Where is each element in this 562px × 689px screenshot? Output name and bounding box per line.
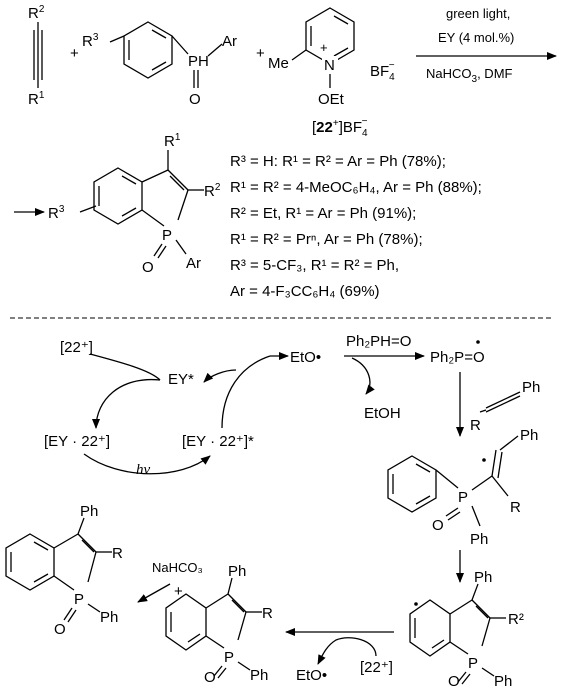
yield-line-6: Ar = 4-F₃CC₆H₄ (69%) [230, 283, 380, 300]
cation-o-label: O [204, 669, 216, 686]
cation-intermediate: + Ph R P O Ph [165, 563, 273, 686]
svg-text:R3: R3 [82, 32, 99, 50]
svg-text:R1: R1 [164, 132, 181, 150]
alkyne-r2-label: R [28, 5, 39, 22]
reaction-arrow: green light, EY (4 mol.%) NaHCO3, DMF [416, 6, 557, 85]
final-p-label: P [74, 591, 84, 608]
svg-text:Ph₂P=O: Ph₂P=O [430, 349, 485, 366]
svg-text:R2: R2 [204, 182, 221, 200]
vinyl-ph-label: Ph [520, 427, 538, 444]
vinyl-p-label: P [458, 489, 468, 506]
ph2p-radical-label: Ph₂P [430, 349, 464, 366]
final-o-label: O [54, 621, 66, 638]
product-r2-label: R [204, 183, 215, 200]
cation-r-label: R [262, 605, 273, 622]
product-r1-label: R [164, 133, 175, 150]
svg-text:R2: R2 [28, 4, 45, 22]
pyridinium-reagent: Me N + OEt BF4− [22+]BF4− [268, 7, 395, 139]
pyridinium-me-label: Me [268, 55, 289, 72]
yields-list: R³ = H: R¹ = R² = Ar = Ph (78%); R¹ = R²… [230, 153, 482, 300]
yield-line-3: R² = Et, R¹ = Ar = Ph (91%); [230, 205, 416, 222]
alkyne-ph-label: Ph [522, 379, 540, 396]
cycle-ey-star: EY* [168, 371, 194, 388]
cycle-ey-22: [EY · 22⁺] [44, 433, 110, 450]
cycle-reagent-22: [22⁺] [60, 339, 93, 356]
condition-catalyst: EY (4 mol.%) [438, 30, 514, 45]
cation-plus-label: + [174, 583, 183, 600]
yield-line-4: R¹ = R² = Prⁿ, Ar = Ph (78%); [230, 231, 423, 248]
cation-p-label: P [224, 649, 234, 666]
svg-text:NaHCO3, DMF: NaHCO3, DMF [426, 66, 513, 85]
phosphine-o-label: O [189, 91, 201, 108]
svg-text:+: + [320, 40, 328, 55]
cyclized-o-label: O [448, 673, 460, 689]
alkyne-reagent: R2 R1 [28, 4, 45, 108]
reagent-22-label: [22+]BF4− [312, 116, 368, 139]
svg-text:R1: R1 [28, 90, 45, 108]
pyridinium-n-label: N [324, 57, 335, 74]
phosphine-r3-label: R [82, 33, 93, 50]
svg-text:R3: R3 [48, 204, 65, 222]
vinyl-p-ph-label: Ph [470, 531, 488, 548]
final-r-label: R [112, 545, 123, 562]
final-product: Ph R P O Ph [5, 503, 123, 638]
vinyl-r-label: R [510, 499, 521, 516]
nahco3-label: NaHCO₃ [152, 560, 203, 575]
final-p-ph-label: Ph [100, 609, 118, 626]
phosphine-ar-label: Ar [222, 33, 237, 50]
product-r3-label: R [48, 205, 59, 222]
cation-ph-label: Ph [228, 563, 246, 580]
cycle-ey-22-star: [EY · 22⁺]* [182, 433, 254, 450]
alkyne-r-label: R [470, 417, 481, 434]
product-p-label: P [162, 227, 172, 244]
radical-generation: EtO• Ph₂PH=O EtOH Ph₂P=O R Ph [290, 333, 540, 437]
cyclized-ph-label: Ph [474, 569, 492, 586]
oxidation-step: [22⁺] EtO• [285, 628, 394, 684]
svg-text:BF4−: BF4− [370, 60, 395, 83]
bottom-eto-label: EtO• [296, 667, 327, 684]
bf4-label: BF [370, 63, 389, 80]
plus-sign-2: + [256, 45, 265, 62]
cation-p-ph-label: Ph [250, 667, 268, 684]
cyclized-p-label: P [468, 655, 478, 672]
catalytic-cycle: [22⁺] EY* [EY · 22⁺] [EY · 22⁺]* hν [44, 339, 289, 478]
cyclized-radical-intermediate: Ph R² P O Ph [409, 569, 524, 689]
product-ar-label: Ar [186, 255, 201, 272]
pyridinium-oet-label: OEt [318, 91, 345, 108]
vinyl-radical-intermediate: P O Ph Ph R [387, 427, 538, 583]
condition-light: green light, [446, 6, 510, 21]
yield-line-2: R¹ = R² = 4-MeOC₆H₄, Ar = Ph (88%); [230, 179, 482, 196]
cycle-hv: hν [136, 462, 151, 478]
final-ph-label: Ph [80, 503, 98, 520]
alkyne-r1-label: R [28, 91, 39, 108]
etoh-label: EtOH [364, 405, 401, 422]
phosphine-oxide-reagent: R3 PH Ar O [82, 21, 237, 108]
phosphine-ph-label: PH [188, 53, 209, 70]
deprotonation-arrow: NaHCO₃ [137, 560, 203, 603]
eto-radical-label: EtO• [290, 349, 321, 366]
yield-line-5: R³ = 5-CF₃, R¹ = R² = Ph, [230, 257, 399, 274]
plus-sign-1: + [70, 45, 79, 62]
vinyl-o-label: O [432, 517, 444, 534]
bottom-22-label: [22⁺] [360, 659, 393, 676]
product-structure: R3 R1 R2 P O Ar [14, 132, 221, 276]
yield-line-1: R³ = H: R¹ = R² = Ar = Ph (78%); [230, 153, 446, 170]
cyclized-p-ph-label: Ph [494, 673, 512, 689]
ph2ph-o-label: Ph₂PH=O [346, 333, 411, 350]
cyclized-r2-label: R² [508, 611, 524, 628]
product-o-label: O [142, 259, 154, 276]
condition-base: NaHCO [426, 66, 472, 81]
